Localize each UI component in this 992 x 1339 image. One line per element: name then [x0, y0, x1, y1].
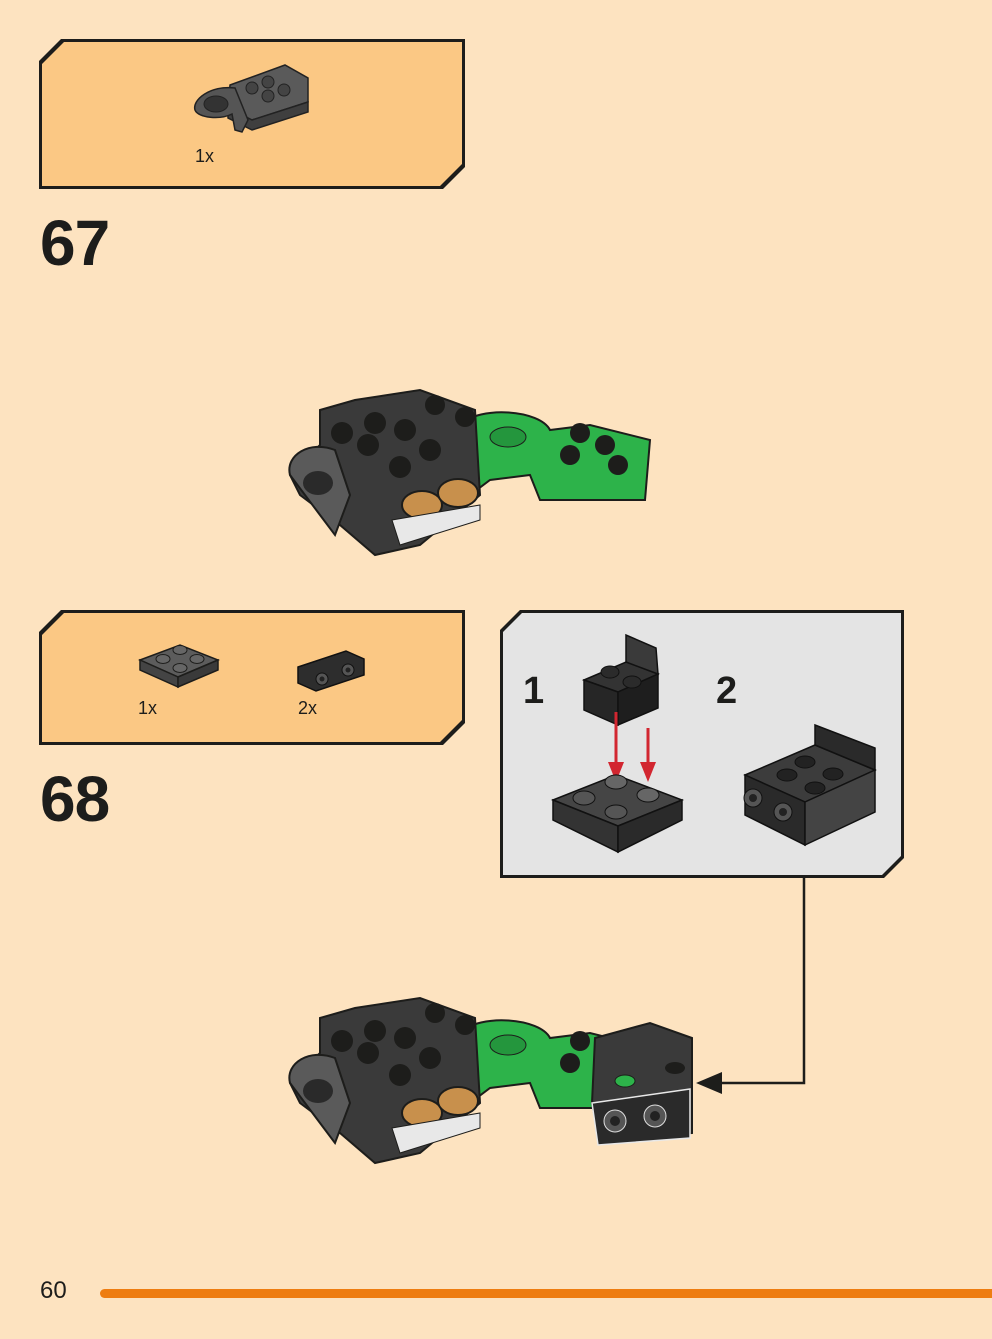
step-68-part-2-qty: 2x [298, 698, 318, 718]
page-number: 60 [40, 1277, 67, 1304]
connector-arrow [696, 876, 806, 1094]
dark-gray-ball-socket-plate-icon [194, 64, 309, 133]
step-68-part-1-qty: 1x [138, 698, 158, 718]
page-progress-bar [100, 1289, 992, 1298]
black-bracket-icon [297, 650, 365, 692]
step-67-number: 67 [40, 207, 110, 279]
substep-1-number: 1 [523, 670, 545, 712]
step-67-part-1-qty: 1x [195, 146, 215, 166]
step-68-parts-box [42, 613, 462, 742]
substep-2-illustration [743, 723, 877, 847]
substep-2-number: 2 [716, 670, 738, 712]
step-67-assembly-illustration [288, 388, 652, 557]
step-68-assembly-illustration [288, 996, 693, 1165]
dark-gray-2x2-plate-icon [138, 644, 220, 689]
substep-1-illustration [550, 633, 685, 854]
step-68-number: 68 [40, 763, 110, 835]
